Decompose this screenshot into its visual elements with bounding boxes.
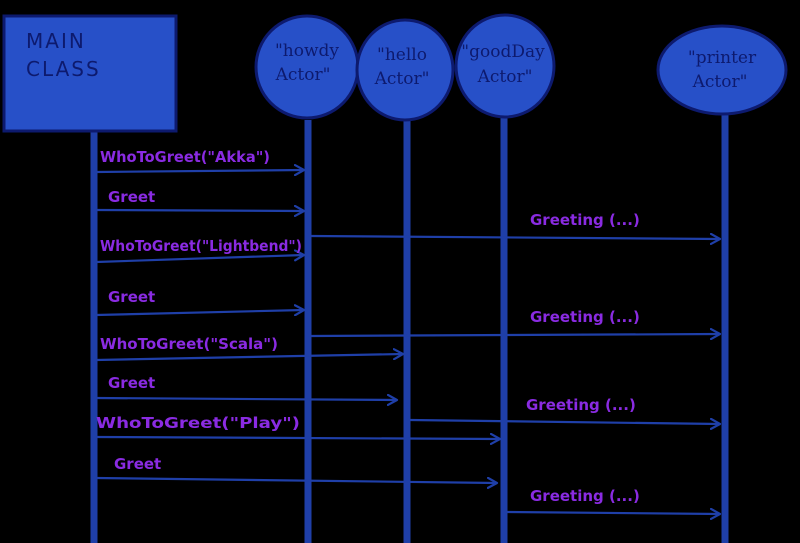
message-arrow <box>95 354 403 362</box>
message-arrow <box>310 236 720 239</box>
actor-howdy-label-line1: "howdy <box>275 41 339 61</box>
actor-howdy: "howdy Actor" <box>254 14 360 120</box>
actor-printer-label-line1: "printer <box>688 48 757 68</box>
actor-goodday: "goodDay Actor" <box>454 13 556 119</box>
actor-printer-label-line2: Actor" <box>692 72 748 92</box>
message-arrow <box>310 334 720 336</box>
message-label: WhoToGreet("Lightbend") <box>100 237 302 255</box>
message-arrows <box>95 170 720 514</box>
actor-goodday-circle <box>454 13 556 119</box>
main-class-box: MAIN CLASS <box>2 14 178 133</box>
message-label: Greeting (...) <box>530 211 640 229</box>
message-arrow <box>95 437 500 439</box>
actor-hello-label-line1: "hello <box>377 45 427 65</box>
actor-hello-label-line2: Actor" <box>374 69 430 89</box>
actor-hello: "hello Actor" <box>355 18 455 122</box>
message-label: WhoToGreet("Play") <box>96 414 300 432</box>
message-arrow <box>409 420 720 424</box>
actor-printer-circle <box>656 24 788 116</box>
message-label: Greet <box>108 188 155 206</box>
main-class-label-line1: MAIN <box>26 29 86 53</box>
message-label: Greet <box>108 288 155 306</box>
main-class-label-line2: CLASS <box>26 57 101 81</box>
message-label: Greeting (...) <box>530 308 640 326</box>
message-label: WhoToGreet("Scala") <box>100 335 278 353</box>
actor-printer: "printer Actor" <box>656 24 788 116</box>
lifelines <box>90 112 729 543</box>
message-arrow <box>95 398 397 400</box>
actor-goodday-label-line1: "goodDay <box>461 42 545 62</box>
message-arrow <box>95 255 304 264</box>
message-arrow <box>95 478 497 483</box>
message-label: WhoToGreet("Akka") <box>100 148 270 166</box>
message-label: Greet <box>108 374 155 392</box>
message-arrow <box>95 310 304 315</box>
message-label: Greet <box>114 455 161 473</box>
message-labels: WhoToGreet("Akka") Greet Greeting (...) … <box>96 148 640 505</box>
message-arrow <box>95 170 304 172</box>
actor-howdy-label-line2: Actor" <box>275 65 331 85</box>
message-label: Greeting (...) <box>530 487 640 505</box>
message-arrow <box>95 210 304 211</box>
actor-goodday-label-line2: Actor" <box>477 67 533 87</box>
message-label: Greeting (...) <box>526 396 636 414</box>
main-class-rect <box>2 14 178 133</box>
actor-hello-circle <box>355 18 455 122</box>
message-arrow <box>506 512 720 514</box>
